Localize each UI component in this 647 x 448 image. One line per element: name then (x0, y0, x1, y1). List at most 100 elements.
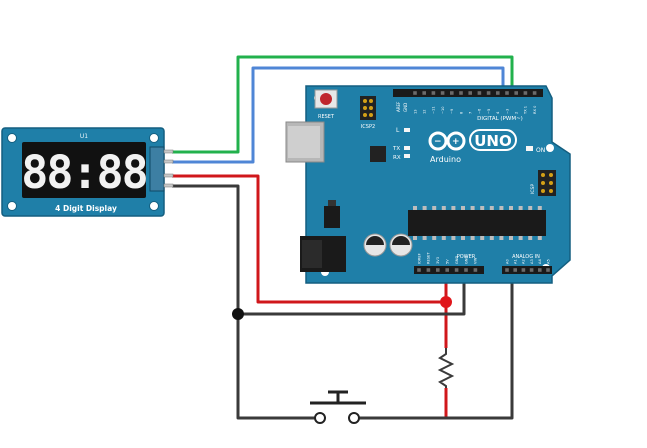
wire-red-vcc (172, 174, 445, 304)
icsp-label: ICSP (530, 184, 536, 194)
power-pin-hole (445, 268, 449, 272)
power-pin-label: 5V (446, 259, 450, 264)
display-label-top: U1 (80, 133, 88, 140)
logo-plus: + (452, 137, 460, 147)
led-rx-label: RX (393, 155, 401, 161)
power-pin-hole (436, 268, 440, 272)
reset-label: RESET (318, 114, 335, 120)
atmega-chip (408, 210, 546, 236)
chip-leg (441, 236, 446, 240)
chip-leg (509, 236, 513, 240)
digital-pin-hole (459, 91, 463, 95)
chip-leg (432, 236, 437, 240)
wire-blue (172, 66, 505, 164)
power-pin-hole (454, 268, 459, 272)
led-l-label: L (396, 127, 400, 134)
chip-leg (422, 236, 427, 240)
analog-pin-hole (513, 268, 517, 272)
chip-leg (509, 206, 513, 210)
analog-pin-label: A4 (538, 259, 542, 264)
digital-pin-hole (431, 91, 436, 95)
digital-pin-hole (450, 91, 454, 95)
junction-5v-dot (440, 296, 452, 308)
chip-leg (413, 236, 417, 240)
digital-pin-label: 13 (413, 109, 417, 114)
digital-label: DIGITAL (PWM~) (477, 116, 523, 122)
chip-leg (489, 206, 494, 210)
power-pin-label: VIN (474, 257, 478, 264)
led-tx (404, 146, 410, 150)
capacitors (363, 233, 413, 257)
power-pin-hole (464, 268, 468, 272)
analog-pin-hole (505, 268, 509, 272)
display-header (149, 146, 165, 192)
digital-pin-hole (496, 91, 500, 95)
reset-button-cap (320, 93, 332, 105)
on-label: ON (536, 147, 545, 154)
chip-leg (451, 206, 456, 210)
digital-pin-label: TX 1 (524, 106, 528, 115)
power-pin-label: RESET (427, 252, 431, 264)
analog-pin-label: A0 (505, 259, 509, 264)
digital-pin-hole (505, 91, 509, 95)
atmega-chip-pins (413, 206, 542, 240)
regulator (324, 206, 340, 228)
power-pin-label: GND (464, 256, 468, 264)
power-pin-holes (417, 268, 478, 272)
analog-header (502, 266, 552, 274)
power-pin-hole (426, 268, 431, 272)
digital-pin-hole (514, 91, 518, 95)
logo-minus: − (434, 137, 442, 147)
resistor-symbol (437, 348, 455, 388)
brand-label: Arduino (430, 155, 461, 164)
analog-pin-hole (521, 268, 526, 272)
power-pin-hole (473, 268, 478, 272)
digital-pin-hole (413, 91, 417, 95)
model-badge (469, 129, 517, 151)
chip-leg (537, 206, 542, 210)
digital-header (393, 89, 543, 97)
icsp2-header (360, 96, 376, 120)
display-pins (163, 149, 174, 188)
chip-leg (451, 236, 456, 240)
chip-leg (432, 206, 437, 210)
led-on (526, 146, 533, 151)
led-tx-label: TX (392, 146, 400, 152)
power-label: POWER (457, 254, 476, 260)
digital-pin-label: ~3 (505, 109, 509, 114)
display-label-bottom: 4 Digit Display (55, 204, 117, 213)
chip-leg (480, 236, 485, 240)
wire-analog (446, 270, 514, 420)
analog-pin-label: A2 (522, 259, 526, 264)
digital-pin-holes (413, 91, 537, 95)
chip-leg (499, 236, 504, 240)
digital-pin-label: 2 (515, 112, 519, 114)
chip-leg (518, 206, 523, 210)
chip-leg (528, 206, 533, 210)
chip-leg (461, 206, 465, 210)
icsp-header (538, 170, 556, 196)
wire-gnd-button (236, 314, 318, 420)
digital-pin-label: ~5 (487, 109, 491, 114)
chip-leg (537, 236, 542, 240)
power-pin-label: GND (455, 256, 459, 264)
analog-pin-holes (505, 268, 550, 272)
digital-pin-hole (486, 91, 491, 95)
analog-pin-label: A1 (514, 259, 518, 264)
digital-pin-hole (422, 91, 426, 95)
chip-leg (489, 236, 494, 240)
digital-pin-label: ~11 (432, 106, 436, 114)
analog-pin-hole (538, 268, 542, 272)
analog-pin-hole (546, 268, 550, 272)
aref-label: AREF (396, 101, 401, 112)
usb-chip (370, 146, 386, 162)
chip-leg (528, 236, 533, 240)
chip-leg (518, 236, 523, 240)
digital-pin-label: ~6 (478, 108, 482, 114)
push-button (310, 390, 366, 424)
